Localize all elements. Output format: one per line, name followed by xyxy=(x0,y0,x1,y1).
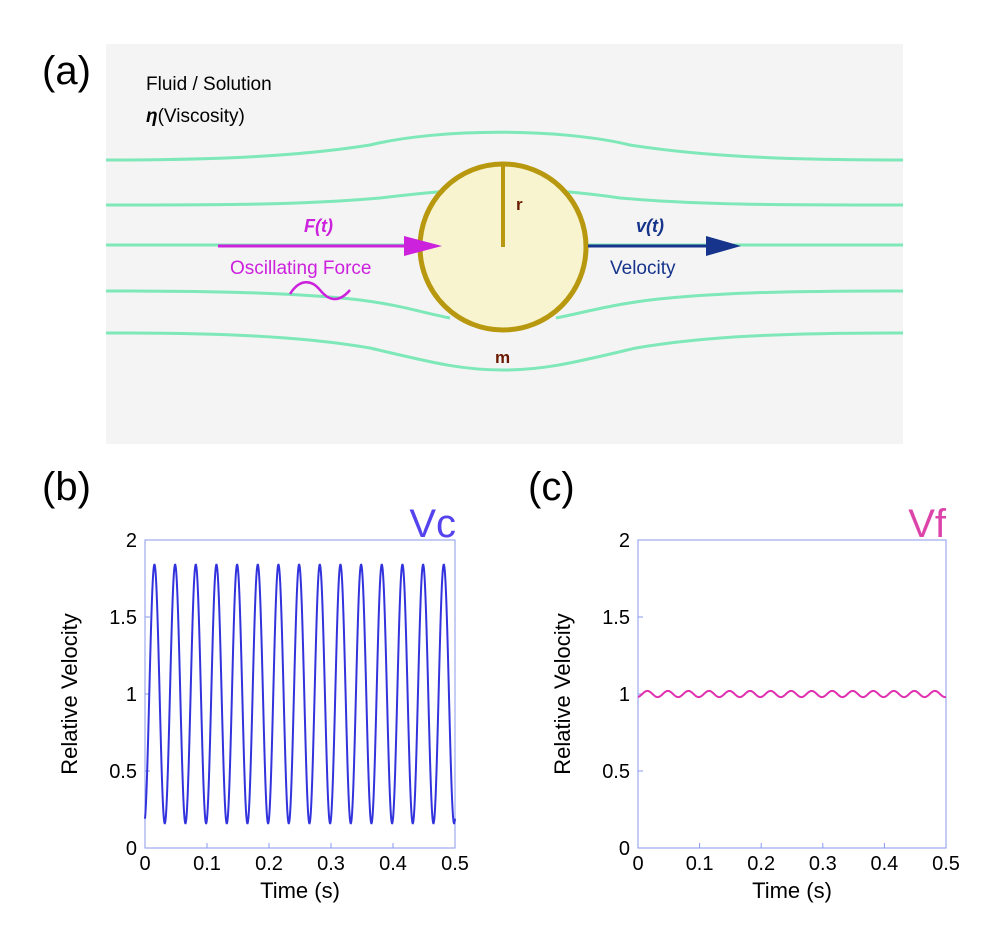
streamline-5 xyxy=(105,331,904,372)
chart-b-xtick-label: 0.5 xyxy=(441,853,469,875)
chart-c-xlabel: Time (s) xyxy=(752,878,832,903)
chart-c-ytick-label: 1 xyxy=(619,684,630,706)
chart-b-xtick-label: 0.2 xyxy=(255,853,283,875)
chart-b-xtick-label: 0 xyxy=(139,853,150,875)
streamline-4b xyxy=(555,289,904,320)
chart-c-xtick-label: 0.4 xyxy=(870,853,898,875)
oscillation-icon xyxy=(288,281,351,301)
chart-c-xtick-label: 0.3 xyxy=(809,853,837,875)
panel-b-label: (b) xyxy=(42,465,91,509)
chart-b-xtick-label: 0.4 xyxy=(379,853,407,875)
chart-c-xtick-label: 0.5 xyxy=(932,853,960,875)
viscosity-symbol: η xyxy=(146,106,158,127)
chart-b-title: Vc xyxy=(409,502,456,546)
chart-b-ytick-label: 0.5 xyxy=(109,761,137,783)
chart-b-xtick-label: 0.1 xyxy=(193,853,221,875)
viscosity-label: (Viscosity) xyxy=(158,106,245,127)
radius-label: r xyxy=(516,195,523,214)
streamline-4 xyxy=(105,289,451,320)
force-label: Oscillating Force xyxy=(230,258,372,279)
panel-c-label: (c) xyxy=(528,465,575,509)
chart-b-xtick-label: 0.3 xyxy=(317,853,345,875)
chart-c-ytick-label: 0 xyxy=(619,838,630,860)
chart-c-title: Vf xyxy=(908,502,947,546)
chart-c-xtick-label: 0 xyxy=(632,853,643,875)
streamline-2b xyxy=(545,188,904,207)
chart-b-ytick-label: 2 xyxy=(126,530,137,552)
streamline-2 xyxy=(105,188,461,207)
chart-c-xtick-label: 0.2 xyxy=(747,853,775,875)
chart-b-ylabel: Relative Velocity xyxy=(57,613,82,774)
chart-c-ytick-label: 0.5 xyxy=(602,761,630,783)
chart-b-xlabel: Time (s) xyxy=(260,878,340,903)
chart-c-ytick-label: 1.5 xyxy=(602,607,630,629)
force-arrowhead xyxy=(404,236,442,256)
chart-c-ylabel: Relative Velocity xyxy=(550,613,575,774)
viscosity-line: η(Viscosity) xyxy=(146,106,245,127)
streamline-1 xyxy=(105,130,904,162)
streamlines xyxy=(105,130,904,372)
force-symbol: F(t) xyxy=(304,216,333,236)
chart-c-series-line-0 xyxy=(637,689,947,699)
chart-c-ytick-label: 2 xyxy=(619,530,630,552)
velocity-arrowhead xyxy=(706,236,741,256)
medium-label: Fluid / Solution xyxy=(146,74,272,95)
chart-b-ytick-label: 1.5 xyxy=(109,607,137,629)
chart-c-xtick-label: 0.1 xyxy=(686,853,714,875)
velocity-label: Velocity xyxy=(610,258,676,279)
panel-a-label: (a) xyxy=(42,49,91,93)
mass-label: m xyxy=(495,348,510,367)
chart-b-series-line-0 xyxy=(144,563,456,825)
velocity-symbol: v(t) xyxy=(636,216,664,236)
chart-b-ytick-label: 0 xyxy=(126,838,137,860)
chart-b-ytick-label: 1 xyxy=(126,684,137,706)
